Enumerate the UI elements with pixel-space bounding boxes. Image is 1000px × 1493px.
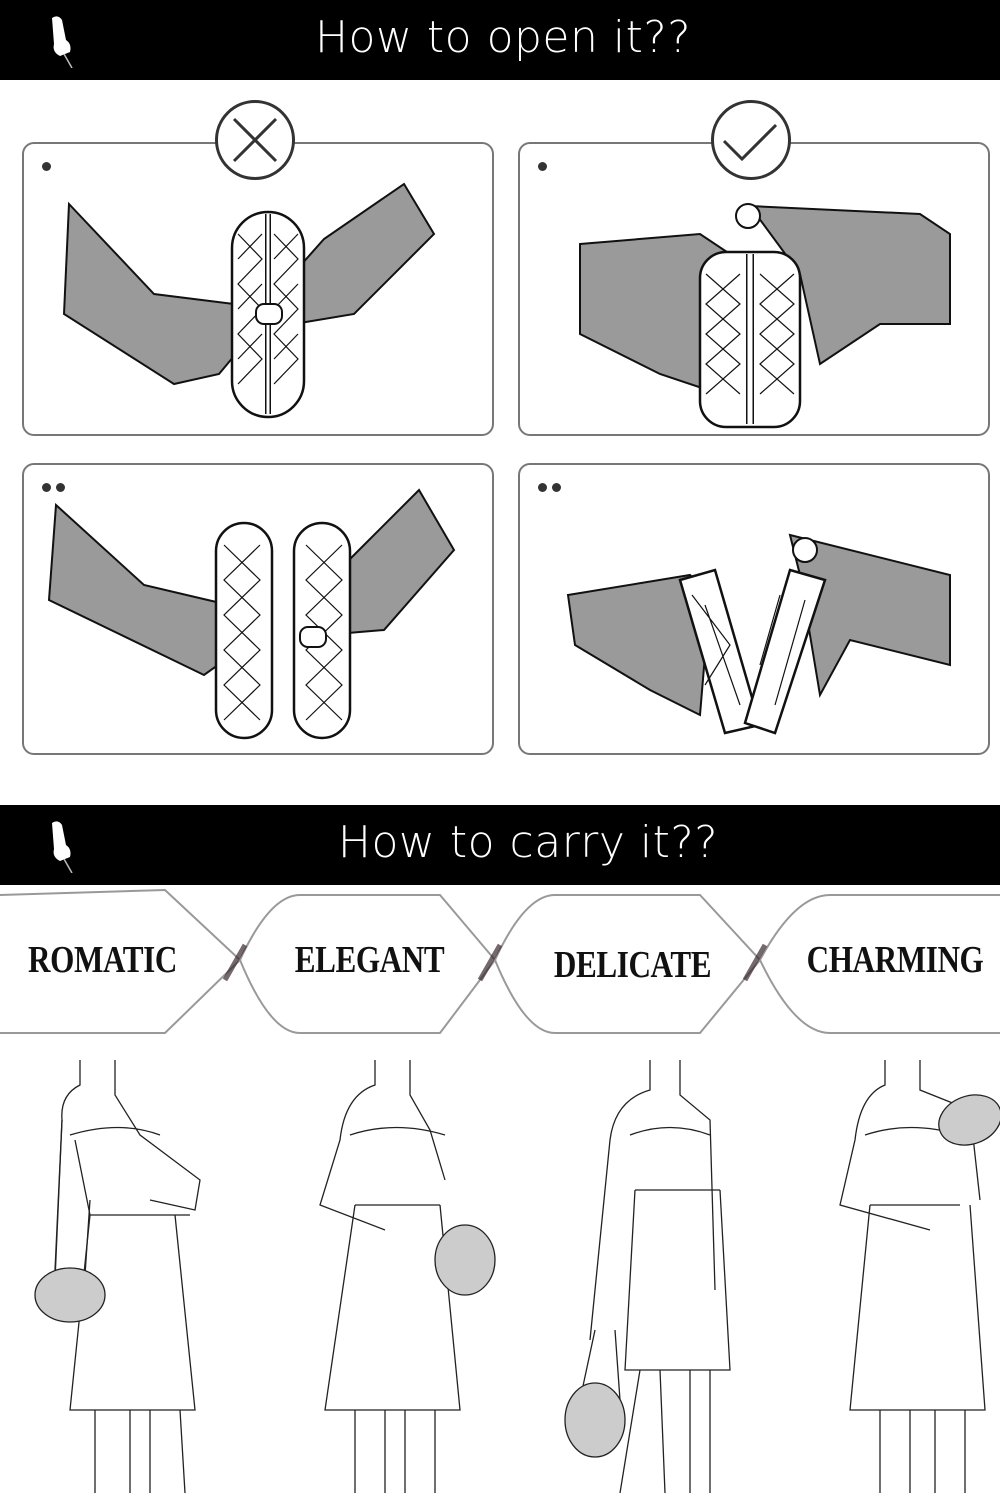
carry-section-title: How to carry it??	[337, 817, 719, 868]
style-label-romatic: ROMATIC	[28, 939, 177, 981]
open-section-title: How to open it??	[314, 12, 692, 63]
style-label-elegant: ELEGANT	[294, 939, 445, 981]
step-1-marker	[538, 162, 547, 171]
style-label-delicate: DELICATE	[553, 944, 712, 986]
clutch-hands-illustration	[62, 182, 436, 419]
pushpin-icon	[52, 821, 73, 873]
clutch-hands-illustration	[579, 203, 951, 429]
figure-delicate	[564, 1060, 731, 1493]
figure-elegant	[319, 1060, 496, 1493]
carry-figures-illustration	[34, 1060, 1000, 1493]
ribbon-shapes	[0, 888, 1000, 1034]
step-1-marker	[42, 162, 51, 171]
x-circle-icon	[215, 100, 295, 180]
carry-section-banner: How to carry it??	[0, 805, 1000, 885]
open-step2-wrong-panel	[22, 463, 494, 755]
check-circle-icon	[711, 100, 791, 180]
open-step1-right-panel	[518, 142, 990, 436]
step-2-marker	[42, 483, 65, 492]
carry-style-ribbon: ROMATIC ELEGANT DELICATE CHARMING	[0, 885, 1000, 1035]
clutch-hands-illustration	[47, 488, 456, 740]
open-step2-right-panel	[518, 463, 990, 755]
figure-romatic	[34, 1060, 201, 1493]
pushpin-icon	[52, 16, 73, 68]
open-section-banner: How to open it??	[0, 0, 1000, 80]
figure-charming	[839, 1060, 1000, 1493]
style-label-charming: CHARMING	[806, 939, 984, 981]
step-2-marker	[538, 483, 561, 492]
open-step1-wrong-panel	[22, 142, 494, 436]
clutch-hands-illustration	[566, 533, 951, 735]
